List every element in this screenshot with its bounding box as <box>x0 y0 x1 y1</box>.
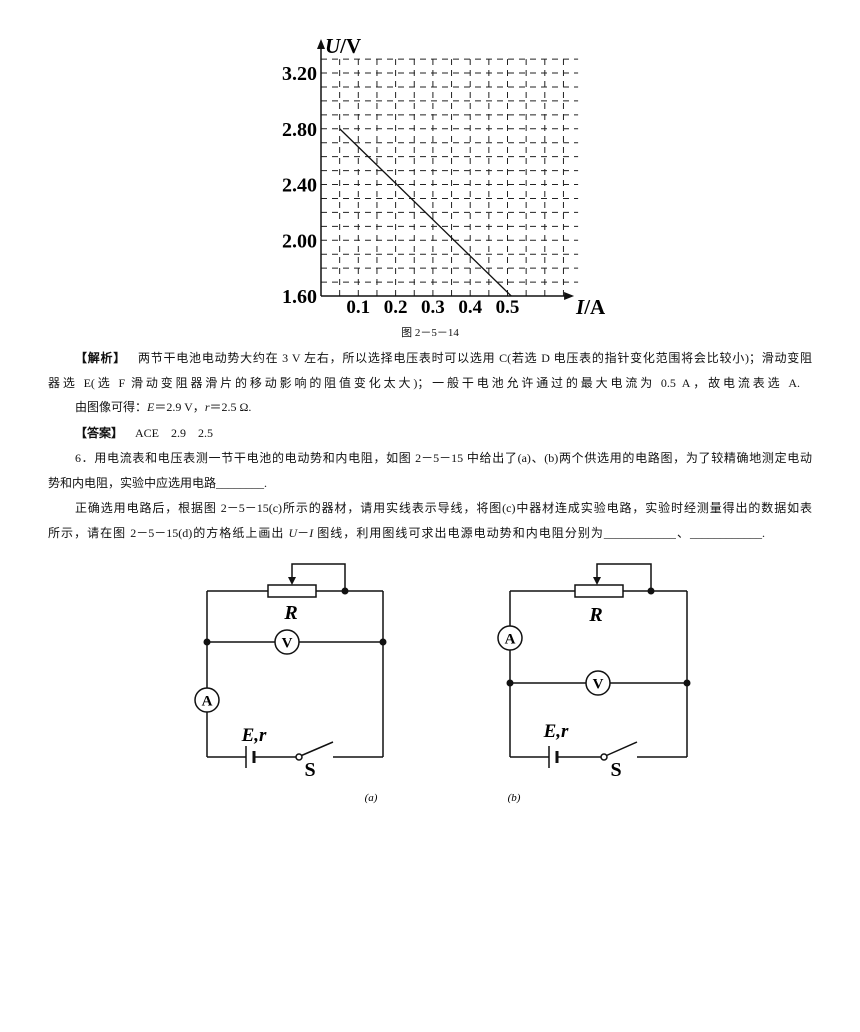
y-tick-label: 2.80 <box>282 119 317 141</box>
switch-lever <box>301 741 334 757</box>
voltage-symbol: U <box>288 526 298 540</box>
y-axis-title: U/V <box>325 34 361 58</box>
circuit-a-caption: (a) <box>365 792 378 804</box>
source-label: E,r <box>241 725 267 746</box>
x-tick-label: 0.4 <box>458 297 482 318</box>
slider-arrow-icon <box>593 577 601 585</box>
voltmeter-label: V <box>593 677 604 693</box>
ammeter-label: A <box>505 632 516 648</box>
switch-pivot <box>295 753 303 761</box>
y-tick-label: 1.60 <box>282 286 317 308</box>
circuit-diagrams: R V A E,r S (a) R A <box>194 563 691 804</box>
x-tick-label: 0.5 <box>496 297 520 318</box>
analysis-line-1: 【解析】两节干电池电动势大约在 3 V 左右，所以选择电压表时可以选用 C(若选… <box>75 350 812 366</box>
circuit-b: R A V E,r S (b) <box>497 563 691 804</box>
data-line <box>339 128 512 297</box>
rheostat <box>574 584 624 598</box>
question-6-line-3: 正确选用电路后，根据图 2－5－15(c)所示的器材，请用实线表示导线，将图(c… <box>75 501 812 515</box>
switch-pivot <box>600 753 608 761</box>
question-6-line-2: 势和内电阻，实验中应选用电路________. <box>48 476 268 490</box>
switch-label: S <box>610 759 621 781</box>
junction-dot <box>506 679 514 687</box>
junction-dot <box>683 679 691 687</box>
emf-value: ＝2.9 V， <box>154 400 205 414</box>
junction-dot <box>379 638 387 646</box>
question-6-line-4-part-1: 所示，请在图 2－5－15(d)的方格纸上画出 <box>48 526 289 540</box>
y-tick-label: 2.40 <box>282 175 317 197</box>
question-6-line-4: 所示，请在图 2－5－15(d)的方格纸上画出 U－I 图线，利用图线可求出电源… <box>48 525 765 541</box>
emf-symbol: E <box>147 400 155 414</box>
answer-value: ACE 2.9 2.5 <box>135 426 214 440</box>
switch-lever <box>606 741 638 757</box>
question-6-line-4-part-2: 图线，利用图线可求出电源电动势和内电阻分别为____________、_____… <box>313 526 765 540</box>
x-tick-label: 0.2 <box>384 297 408 318</box>
voltmeter-label: V <box>282 636 293 652</box>
y-tick-label: 3.20 <box>282 63 317 85</box>
slider-arrow-icon <box>288 577 296 585</box>
junction-dot <box>341 587 349 595</box>
x-tick-label: 0.3 <box>421 297 445 318</box>
analysis-label: 【解析】 <box>75 351 127 365</box>
y-axis-arrow <box>317 39 325 49</box>
circuit-a: R V A E,r S (a) <box>194 563 387 804</box>
ammeter-label: A <box>202 694 213 710</box>
source-label: E,r <box>543 721 569 742</box>
rheostat-label: R <box>283 602 297 624</box>
junction-dot <box>647 587 655 595</box>
answer-line: 【答案】 ACE 2.9 2.5 <box>75 425 213 441</box>
u-i-chart: 1.60 2.00 2.40 2.80 3.20 0.1 0.2 0.3 0.4 0.5 U/V I/… <box>282 34 606 319</box>
dash: － <box>297 526 310 540</box>
answer-label: 【答案】 <box>75 426 124 440</box>
y-tick-label: 2.00 <box>282 230 317 252</box>
junction-dot <box>203 638 211 646</box>
current-symbol: I <box>309 526 314 540</box>
switch-label: S <box>304 759 315 781</box>
question-6-line-1: 6．用电流表和电压表测一节干电池的电动势和内电阻，如图 2－5－15 中给出了(… <box>75 451 812 465</box>
voltmeter <box>585 670 611 696</box>
x-axis-arrow <box>564 292 575 300</box>
figure-caption-2-5-14: 图 2－5－14 <box>401 327 459 339</box>
ammeter <box>194 687 220 713</box>
analysis-line-2: 器选 E(选 F 滑动变阻器滑片的移动影响的阻值变化太大)；一般干电池允许通过的… <box>48 376 800 390</box>
analysis-text-1: 两节干电池电动势大约在 3 V 左右，所以选择电压表时可以选用 C(若选 D 电… <box>138 351 812 365</box>
x-axis-title: I/A <box>575 295 606 319</box>
x-tick-label: 0.1 <box>346 297 370 318</box>
rheostat-slider-wire <box>291 563 346 591</box>
internal-resistance-value: ＝2.5 Ω. <box>209 400 252 414</box>
result-prefix: 由图像可得： <box>75 400 148 414</box>
rheostat <box>267 584 317 598</box>
circuit-b-caption: (b) <box>508 792 521 804</box>
rheostat-label: R <box>588 604 602 626</box>
ammeter <box>497 625 523 651</box>
analysis-result-line: 由图像可得：E＝2.9 V，r＝2.5 Ω. <box>75 399 251 415</box>
rheostat-slider-wire <box>596 563 652 591</box>
voltmeter <box>274 629 300 655</box>
internal-resistance-symbol: r <box>204 400 210 414</box>
